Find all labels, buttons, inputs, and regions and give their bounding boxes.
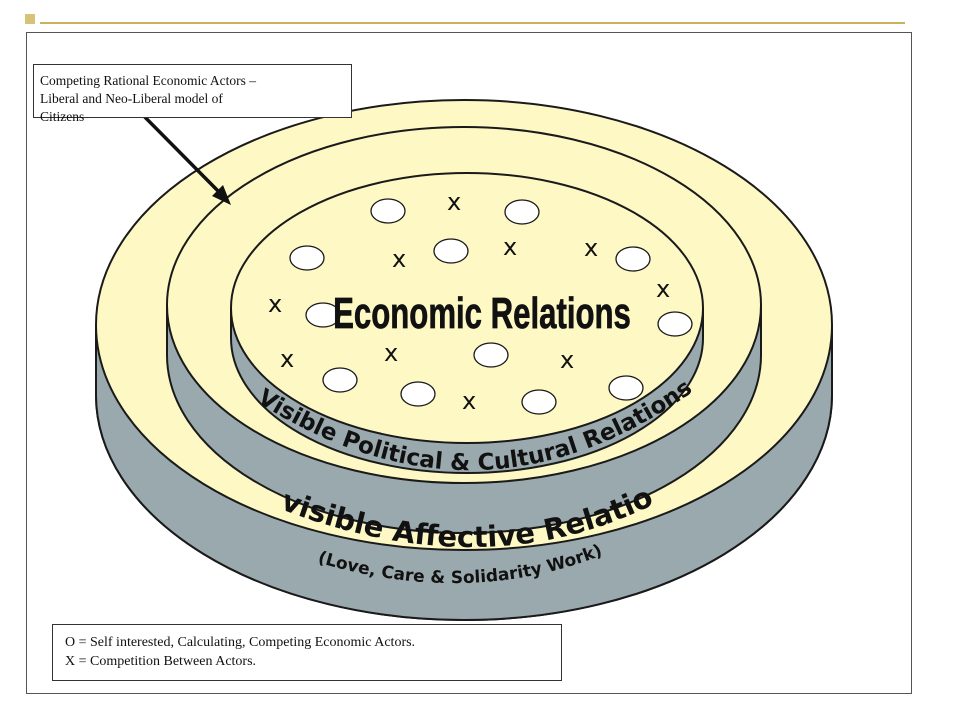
decor-square bbox=[25, 14, 35, 24]
actor-circle bbox=[370, 198, 406, 224]
competition-x: x bbox=[447, 188, 461, 216]
legend-competition: X = Competition Between Actors. bbox=[65, 654, 257, 669]
legend-box: O = Self interested, Calculating, Compet… bbox=[52, 624, 562, 681]
actor-circle bbox=[473, 342, 509, 368]
inner-disc bbox=[230, 172, 704, 474]
actor-circle bbox=[400, 381, 436, 407]
actor-circle bbox=[615, 246, 651, 272]
competition-x: x bbox=[560, 346, 574, 374]
competition-x: x bbox=[656, 275, 670, 303]
competition-x: x bbox=[384, 339, 398, 367]
legend-actors: O = Self interested, Calculating, Compet… bbox=[65, 635, 416, 650]
competition-x: x bbox=[462, 387, 476, 415]
actor-circle bbox=[608, 375, 644, 401]
callout-line: Liberal and Neo-Liberal model of bbox=[40, 91, 223, 106]
competition-x: x bbox=[503, 233, 517, 261]
actor-circle bbox=[322, 367, 358, 393]
competition-x: x bbox=[280, 345, 294, 373]
actor-circle bbox=[521, 389, 557, 415]
actor-circle bbox=[289, 245, 325, 271]
callout-box: Competing Rational Economic Actors – Lib… bbox=[33, 64, 352, 124]
actor-circle bbox=[504, 199, 540, 225]
competition-markers: x x x x x x x x x x bbox=[268, 188, 670, 415]
competition-x: x bbox=[392, 245, 406, 273]
actor-circle bbox=[657, 311, 693, 337]
slide-frame bbox=[26, 32, 912, 694]
economic-relations-label: Economic Relations bbox=[333, 290, 631, 338]
actor-circle bbox=[433, 238, 469, 264]
actor-circle bbox=[305, 302, 341, 328]
competition-x: x bbox=[268, 290, 282, 318]
decor-top-line bbox=[40, 22, 905, 24]
actor-markers bbox=[289, 198, 693, 415]
callout-line: Competing Rational Economic Actors – bbox=[40, 73, 256, 88]
competition-x: x bbox=[584, 234, 598, 262]
callout-line: Citizens bbox=[40, 109, 85, 124]
